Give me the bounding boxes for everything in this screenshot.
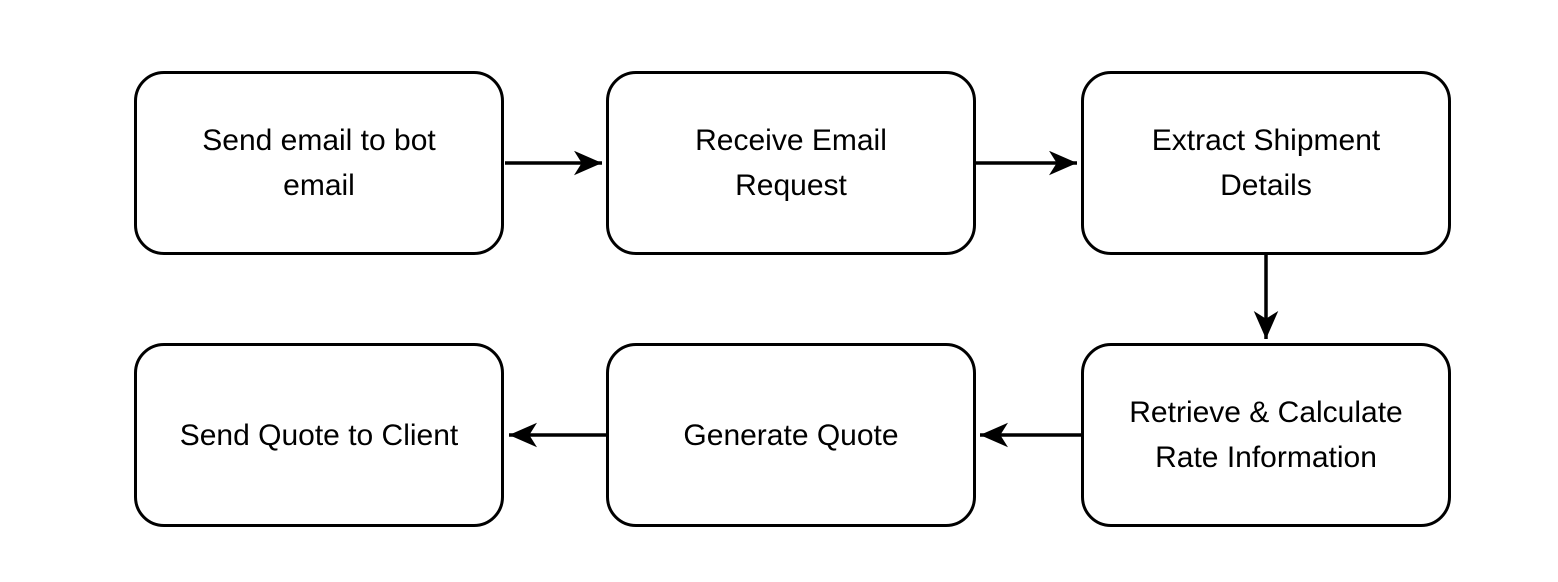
node-label: Send Quote to Client — [179, 418, 459, 452]
node-label: Retrieve & Calculate Rate Information — [1129, 396, 1403, 474]
node-send-email-to-bot: Send email to bot email — [134, 71, 504, 255]
node-extract-shipment-details: Extract Shipment Details — [1081, 71, 1451, 255]
node-generate-quote: Generate Quote — [606, 343, 976, 527]
node-label: Extract Shipment Details — [1151, 124, 1381, 202]
node-label: Send email to bot email — [202, 124, 436, 202]
node-label: Generate Quote — [683, 418, 899, 452]
node-label: Receive Email Request — [695, 124, 887, 202]
node-send-quote-to-client: Send Quote to Client — [134, 343, 504, 527]
node-retrieve-calculate-rate: Retrieve & Calculate Rate Information — [1081, 343, 1451, 527]
node-receive-email-request: Receive Email Request — [606, 71, 976, 255]
